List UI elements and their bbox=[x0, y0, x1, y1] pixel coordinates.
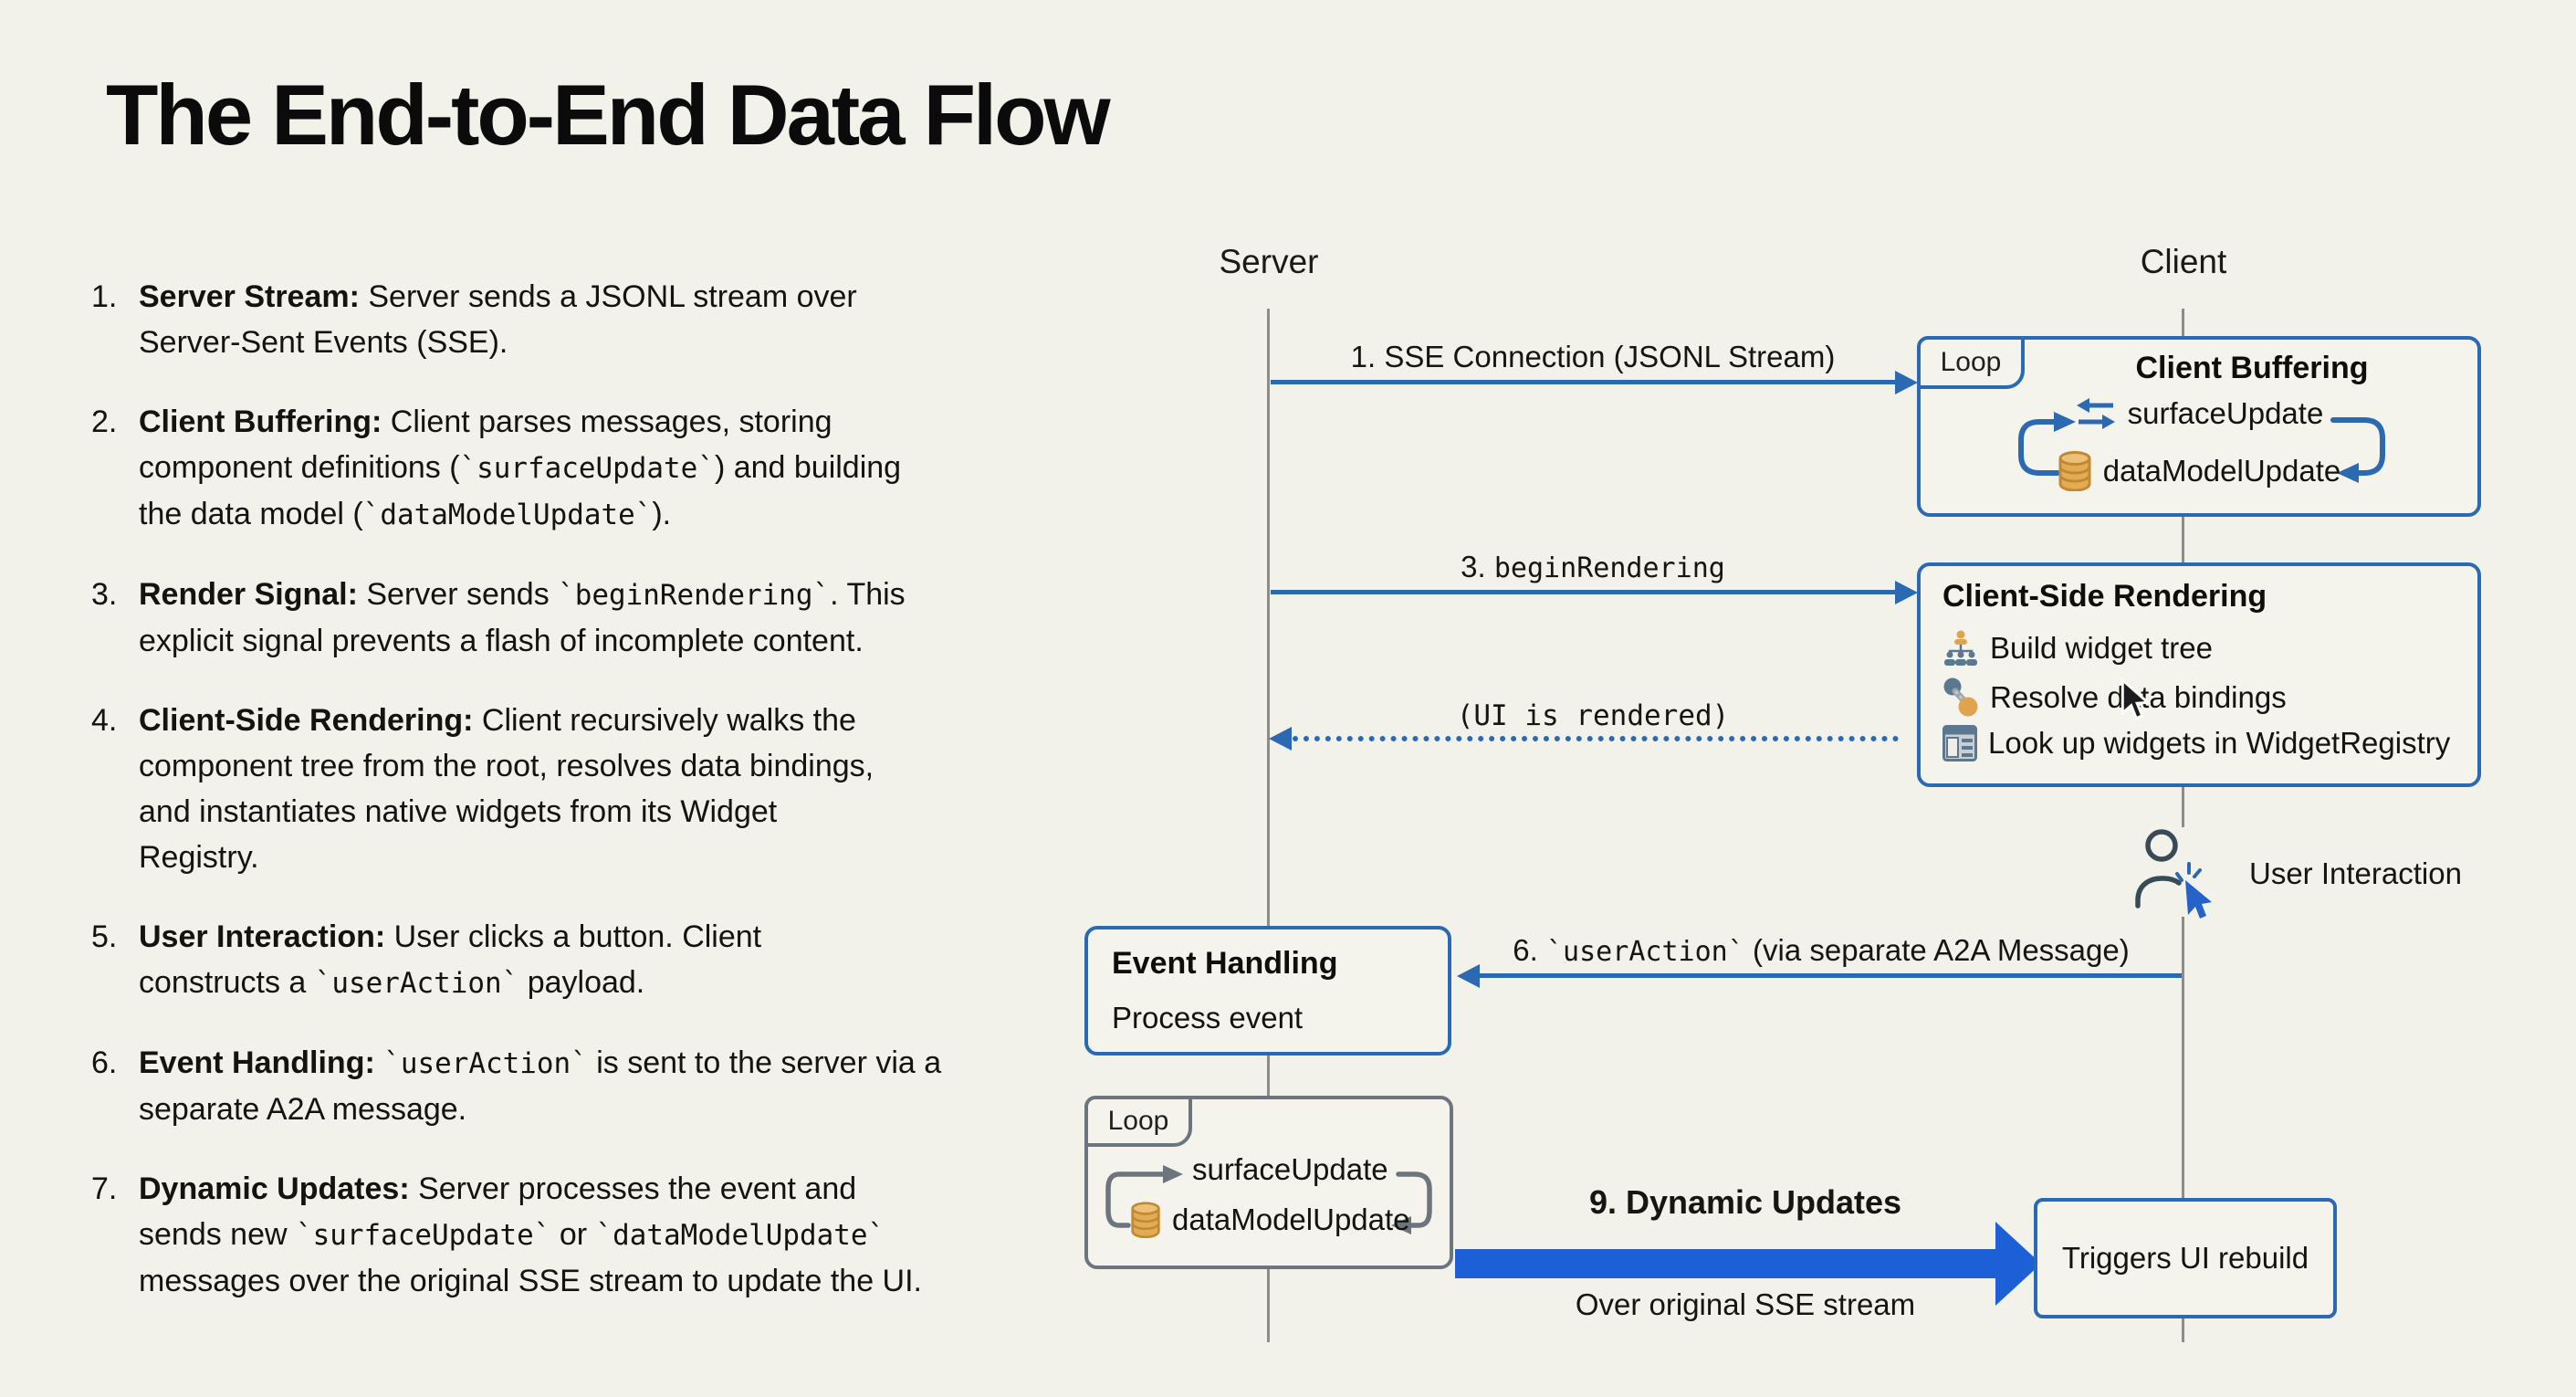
step-number: 3. bbox=[91, 577, 118, 612]
person-click-icon bbox=[2135, 829, 2212, 919]
step-item: 4. Client-Side Rendering: Client recursiv… bbox=[91, 698, 1214, 880]
event-handling-title: Event Handling bbox=[1112, 946, 1338, 981]
widget-registry-icon bbox=[1942, 725, 1977, 762]
sse-connection-arrow-line bbox=[1271, 380, 1899, 384]
step-item: 7. Dynamic Updates: Server processes the … bbox=[91, 1166, 1214, 1304]
sse-connection-arrowhead-icon bbox=[1895, 371, 1918, 394]
dynamic-updates-arrow-line bbox=[1455, 1249, 1995, 1278]
client-side-rendering-title: Client-Side Rendering bbox=[1942, 579, 2267, 614]
build-widget-tree-label: Build widget tree bbox=[1990, 631, 2213, 665]
client-buffering-box: Loop Client Buffering surfaceUpdate bbox=[1917, 336, 2481, 517]
client-actor-label: Client bbox=[2140, 243, 2227, 280]
client-side-rendering-box: Client-Side Rendering Build widget tree … bbox=[1917, 562, 2481, 787]
server-loop-cycle-arrows-icon bbox=[1105, 1165, 1432, 1234]
mouse-cursor-icon bbox=[2120, 677, 2152, 720]
user-interaction-label: User Interaction bbox=[2249, 856, 2462, 890]
server-actor-label: Server bbox=[1219, 243, 1319, 280]
step-text: Server Stream: Server sends a JSONL stre… bbox=[139, 279, 857, 360]
ui-rendered-arrow-label: (UI is rendered) bbox=[1456, 699, 1730, 732]
data-bindings-icon bbox=[1943, 677, 1978, 717]
step-text: Client-Side Rendering: Client recursivel… bbox=[139, 703, 874, 875]
user-action-arrow-label: 6. `userAction` (via separate A2A Messag… bbox=[1513, 933, 2130, 968]
dynamic-updates-arrow-sublabel: Over original SSE stream bbox=[1575, 1287, 1916, 1321]
step-number: 5. bbox=[91, 919, 118, 954]
loop-cycle-arrows-icon bbox=[2018, 412, 2385, 483]
client-buffering-title: Client Buffering bbox=[2135, 351, 2369, 385]
step-number: 1. bbox=[91, 279, 118, 314]
step-item: 6. Event Handling: `userAction` is sent t… bbox=[91, 1040, 1214, 1132]
triggers-ui-rebuild-box: Triggers UI rebuild bbox=[2034, 1198, 2337, 1318]
surface-update-label: surfaceUpdate bbox=[2127, 396, 2324, 430]
server-loop-surface-update-label: surfaceUpdate bbox=[1192, 1152, 1388, 1186]
server-loop-data-model-label: dataModelUpdate bbox=[1172, 1203, 1410, 1236]
sse-connection-arrow-label: 1. SSE Connection (JSONL Stream) bbox=[1350, 340, 1836, 373]
page-title: The End-to-End Data Flow bbox=[106, 67, 1111, 163]
step-text: Render Signal: Server sends `beginRender… bbox=[139, 577, 906, 658]
step-number: 6. bbox=[91, 1045, 118, 1080]
database-icon bbox=[2058, 451, 2091, 491]
begin-rendering-arrow-label: 3. beginRendering bbox=[1461, 550, 1725, 584]
build-widget-tree-item: Build widget tree bbox=[1942, 630, 2213, 667]
server-loop-box: Loop surfaceUpdate dataModelUpdate bbox=[1084, 1096, 1453, 1269]
step-number: 2. bbox=[91, 404, 118, 439]
user-action-arrowhead-icon bbox=[1457, 964, 1480, 988]
step-text: User Interaction: User clicks a button. … bbox=[139, 919, 762, 1000]
begin-rendering-arrow-line bbox=[1271, 590, 1899, 594]
begin-rendering-arrowhead-icon bbox=[1895, 581, 1918, 604]
server-loop-surface-update-row: surfaceUpdate bbox=[1192, 1152, 1388, 1187]
data-model-update-row: dataModelUpdate bbox=[1921, 451, 2477, 491]
data-model-update-label: dataModelUpdate bbox=[2102, 454, 2341, 488]
server-loop-data-model-row: dataModelUpdate bbox=[1130, 1202, 1410, 1238]
widget-registry-label: Look up widgets in WidgetRegistry bbox=[1988, 726, 2451, 760]
triggers-ui-rebuild-label: Triggers UI rebuild bbox=[2061, 1241, 2309, 1275]
step-item: 1. Server Stream: Server sends a JSONL st… bbox=[91, 274, 1214, 365]
ui-rendered-arrowhead-icon bbox=[1269, 727, 1292, 751]
server-lifeline bbox=[1267, 309, 1270, 1342]
event-handling-subtitle: Process event bbox=[1112, 1001, 1304, 1035]
user-action-arrow-line bbox=[1477, 973, 2182, 978]
client-buffering-loop-tab: Loop bbox=[1917, 336, 2025, 389]
step-item: 2. Client Buffering: Client parses messag… bbox=[91, 399, 1214, 538]
database-icon bbox=[1131, 1202, 1160, 1238]
step-text: Dynamic Updates: Server processes the ev… bbox=[139, 1171, 923, 1298]
event-handling-box: Event Handling Process event bbox=[1084, 926, 1451, 1056]
widget-tree-icon bbox=[1944, 630, 1977, 666]
step-item: 3. Render Signal: Server sends `beginRend… bbox=[91, 572, 1214, 664]
swap-arrows-icon bbox=[2076, 398, 2115, 429]
step-text: Client Buffering: Client parses messages… bbox=[139, 404, 902, 531]
dynamic-updates-arrow-label: 9. Dynamic Updates bbox=[1588, 1183, 1902, 1221]
server-loop-tab: Loop bbox=[1084, 1096, 1192, 1147]
step-number: 4. bbox=[91, 703, 118, 738]
step-number: 7. bbox=[91, 1171, 118, 1206]
step-text: Event Handling: `userAction` is sent to … bbox=[139, 1045, 942, 1127]
client-lifeline-lower bbox=[2182, 917, 2184, 1342]
surface-update-row: surfaceUpdate bbox=[1921, 396, 2477, 431]
resolve-data-bindings-item: Resolve data bindings bbox=[1942, 677, 2287, 718]
ui-rendered-arrow-line bbox=[1293, 736, 1899, 741]
widget-registry-item: Look up widgets in WidgetRegistry bbox=[1942, 725, 2450, 762]
steps-list: 1. Server Stream: Server sends a JSONL st… bbox=[91, 274, 1214, 1338]
dynamic-updates-arrowhead-icon bbox=[1995, 1222, 2041, 1306]
step-item: 5. User Interaction: User clicks a button… bbox=[91, 914, 1214, 1006]
